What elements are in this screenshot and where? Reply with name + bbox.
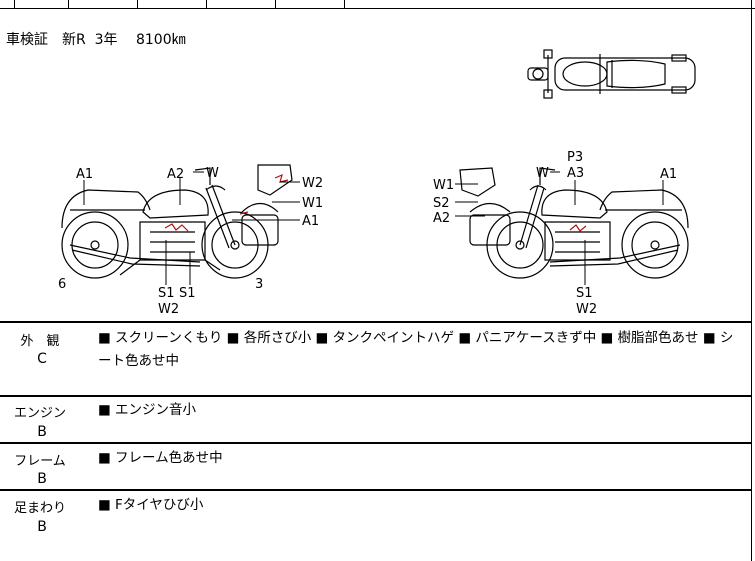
label-w2: W2 (302, 176, 323, 191)
label-s1b: S1 (179, 286, 196, 301)
row-divider (0, 395, 752, 397)
header-divider (206, 0, 207, 8)
table-top-line (0, 321, 752, 323)
row-text: ■ フレーム色あせ中 (98, 450, 223, 466)
header-divider (344, 0, 345, 8)
row-label: フレーム (14, 454, 66, 469)
label-r-s1: S1 (576, 286, 593, 301)
label-r-a3: A3 (567, 166, 584, 181)
label-r-w2: W2 (576, 302, 597, 317)
label-a1-right: A1 (302, 214, 319, 229)
header-divider (14, 0, 15, 8)
label-w1: W1 (302, 196, 323, 211)
row-text: ■ Fタイヤひび小 (98, 497, 204, 513)
row-divider (0, 442, 752, 444)
label-a2: A2 (167, 167, 184, 182)
left-side-bike (61, 164, 293, 279)
right-side-bike (459, 167, 689, 279)
row-grade: B (37, 519, 47, 535)
row-label: エンジン (13, 406, 66, 421)
row-label: 足まわり (13, 501, 66, 516)
label-a1: A1 (76, 167, 93, 182)
label-r-w1: W1 (433, 178, 454, 193)
label-w: W (206, 166, 219, 181)
label-6: 6 (58, 277, 66, 292)
row-label: 外 観 (20, 334, 60, 349)
header-strip (0, 0, 755, 9)
row-grade: B (37, 424, 47, 440)
row-text: ■ エンジン音小 (98, 402, 197, 418)
header-divider (275, 0, 276, 8)
row-grade: C (37, 351, 47, 367)
label-r-a2: A2 (433, 211, 450, 226)
label-r-p3: P3 (567, 150, 583, 165)
registration-info: 車検証 新R 3年 8100㎞ (6, 32, 186, 48)
row-grade: B (37, 471, 47, 487)
row-text: ■ スクリーンくもり ■ 各所さび小 ■ タンクペイントハゲ ■ パニアケースき… (98, 330, 734, 369)
label-w2-bottom: W2 (158, 302, 179, 317)
header-divider (137, 0, 138, 8)
label-r-a1: A1 (660, 167, 677, 182)
label-3: 3 (255, 277, 263, 292)
motorcycle-diagram: A1 A2 W W2 W1 A1 6 3 S1 S1 W2 W1 S2 A2 W… (58, 49, 696, 317)
row-divider (0, 489, 752, 491)
label-s1a: S1 (158, 286, 175, 301)
header-divider (68, 0, 69, 8)
label-r-s2: S2 (433, 196, 450, 211)
top-view-bike (527, 49, 696, 99)
label-r-w: W (536, 166, 549, 181)
